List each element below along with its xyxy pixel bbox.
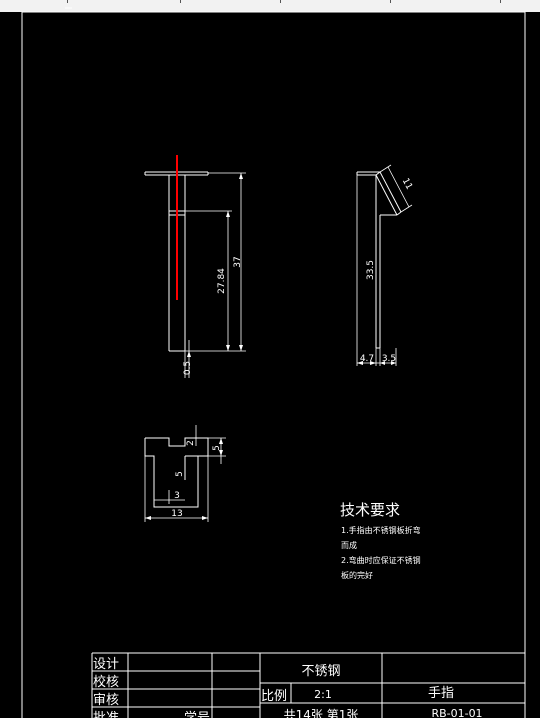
- ruler-tick: [180, 0, 181, 3]
- dim-label-35: 3.5: [382, 354, 396, 364]
- ruler-tick: [67, 0, 68, 3]
- side-dim-arrows: [357, 361, 396, 365]
- side-slant-outer: [379, 171, 402, 213]
- drawing-frame: [21, 11, 526, 718]
- tb-approve-label: 批准: [93, 711, 119, 718]
- side-slant-inner: [375, 174, 398, 216]
- tb-review-label: 审核: [93, 693, 119, 708]
- dim-label-11: 11: [400, 177, 414, 192]
- side-view: [356, 171, 402, 349]
- ruler-tick: [390, 0, 391, 3]
- tech-notes-line-2: 而成: [341, 540, 357, 550]
- tech-notes-line-1: 1.手指由不锈钢板折弯: [341, 525, 421, 535]
- bottom-dim-arrows: [145, 438, 223, 520]
- side-dimensions: [356, 164, 413, 366]
- tb-student-no-label: 学号: [184, 710, 210, 718]
- dim-label-5a: 5: [212, 445, 222, 451]
- dim-line-11: [387, 166, 410, 208]
- dim-ext-line: [400, 204, 413, 213]
- ruler-tick: [280, 0, 281, 3]
- dim-label-2: 2: [186, 440, 196, 446]
- dim-label-3: 3: [174, 491, 180, 501]
- side-slant-end: [396, 211, 402, 216]
- dim-label-5b: 5: [175, 471, 185, 477]
- tech-notes-line-3: 2.弯曲时应保证不锈钢: [341, 555, 421, 565]
- tb-sheets: 共14张 第1张: [284, 708, 359, 718]
- dim-ext-line: [379, 164, 392, 173]
- tb-design-label: 设计: [93, 657, 119, 672]
- top-ruler-bar: [0, 0, 540, 12]
- dim-label-335: 33.5: [366, 260, 376, 280]
- tb-drawing-no: RB-01-01: [431, 707, 482, 718]
- tech-notes-line-4: 板的完好: [341, 570, 373, 580]
- ruler-tick: [500, 0, 501, 3]
- dim-label-47: 4.7: [360, 354, 374, 364]
- dim-label-05: 0.5: [183, 361, 193, 375]
- front-view: [144, 171, 209, 352]
- dim-label-13: 13: [171, 509, 182, 519]
- front-dimensions: [184, 172, 246, 378]
- tb-material: 不锈钢: [301, 664, 340, 679]
- front-dim-arrows: [187, 173, 243, 357]
- title-block: [91, 652, 525, 718]
- dim-label-2784: 27.84: [217, 268, 227, 294]
- tb-check-label: 校核: [93, 674, 119, 690]
- tech-notes-title: 技术要求: [340, 501, 400, 519]
- side-slant-top: [375, 171, 381, 176]
- tb-scale-label: 比例: [261, 689, 287, 704]
- dim-label-37: 37: [233, 256, 243, 267]
- tb-scale-value: 2:1: [314, 688, 332, 701]
- tb-part-name: 手指: [428, 686, 454, 701]
